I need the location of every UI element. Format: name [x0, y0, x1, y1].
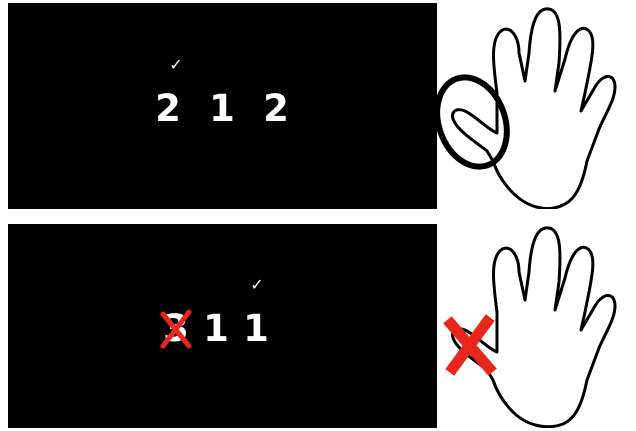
- hand-diagram-bottom: [437, 224, 636, 428]
- checkmark-icon: ✓: [250, 277, 263, 293]
- digit-3: 1: [243, 310, 269, 347]
- hand-diagram-top: [437, 3, 636, 209]
- cross-out-icon: [158, 308, 194, 350]
- digit-2: 1: [209, 90, 235, 127]
- thumb-circle-marker: [437, 67, 519, 176]
- digit-1: 2: [155, 90, 181, 127]
- checkmark-icon: ✓: [169, 57, 182, 73]
- stimulus-screen-top: ✓ 2 1 2: [8, 3, 437, 209]
- digit-2: 1: [203, 310, 229, 347]
- digit-3: 2: [263, 90, 289, 127]
- stimulus-screen-bottom: ✓ 3 1 1: [8, 224, 437, 428]
- hand-icon: [437, 224, 636, 428]
- hand-icon: [437, 3, 636, 209]
